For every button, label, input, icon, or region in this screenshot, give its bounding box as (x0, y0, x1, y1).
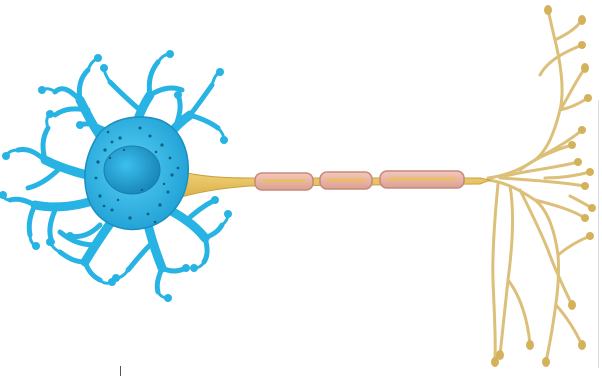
axon-terminals (488, 10, 592, 362)
divider-line (598, 100, 599, 368)
nucleus (104, 146, 160, 194)
cell-body (85, 117, 188, 229)
tick-mark (120, 366, 121, 376)
